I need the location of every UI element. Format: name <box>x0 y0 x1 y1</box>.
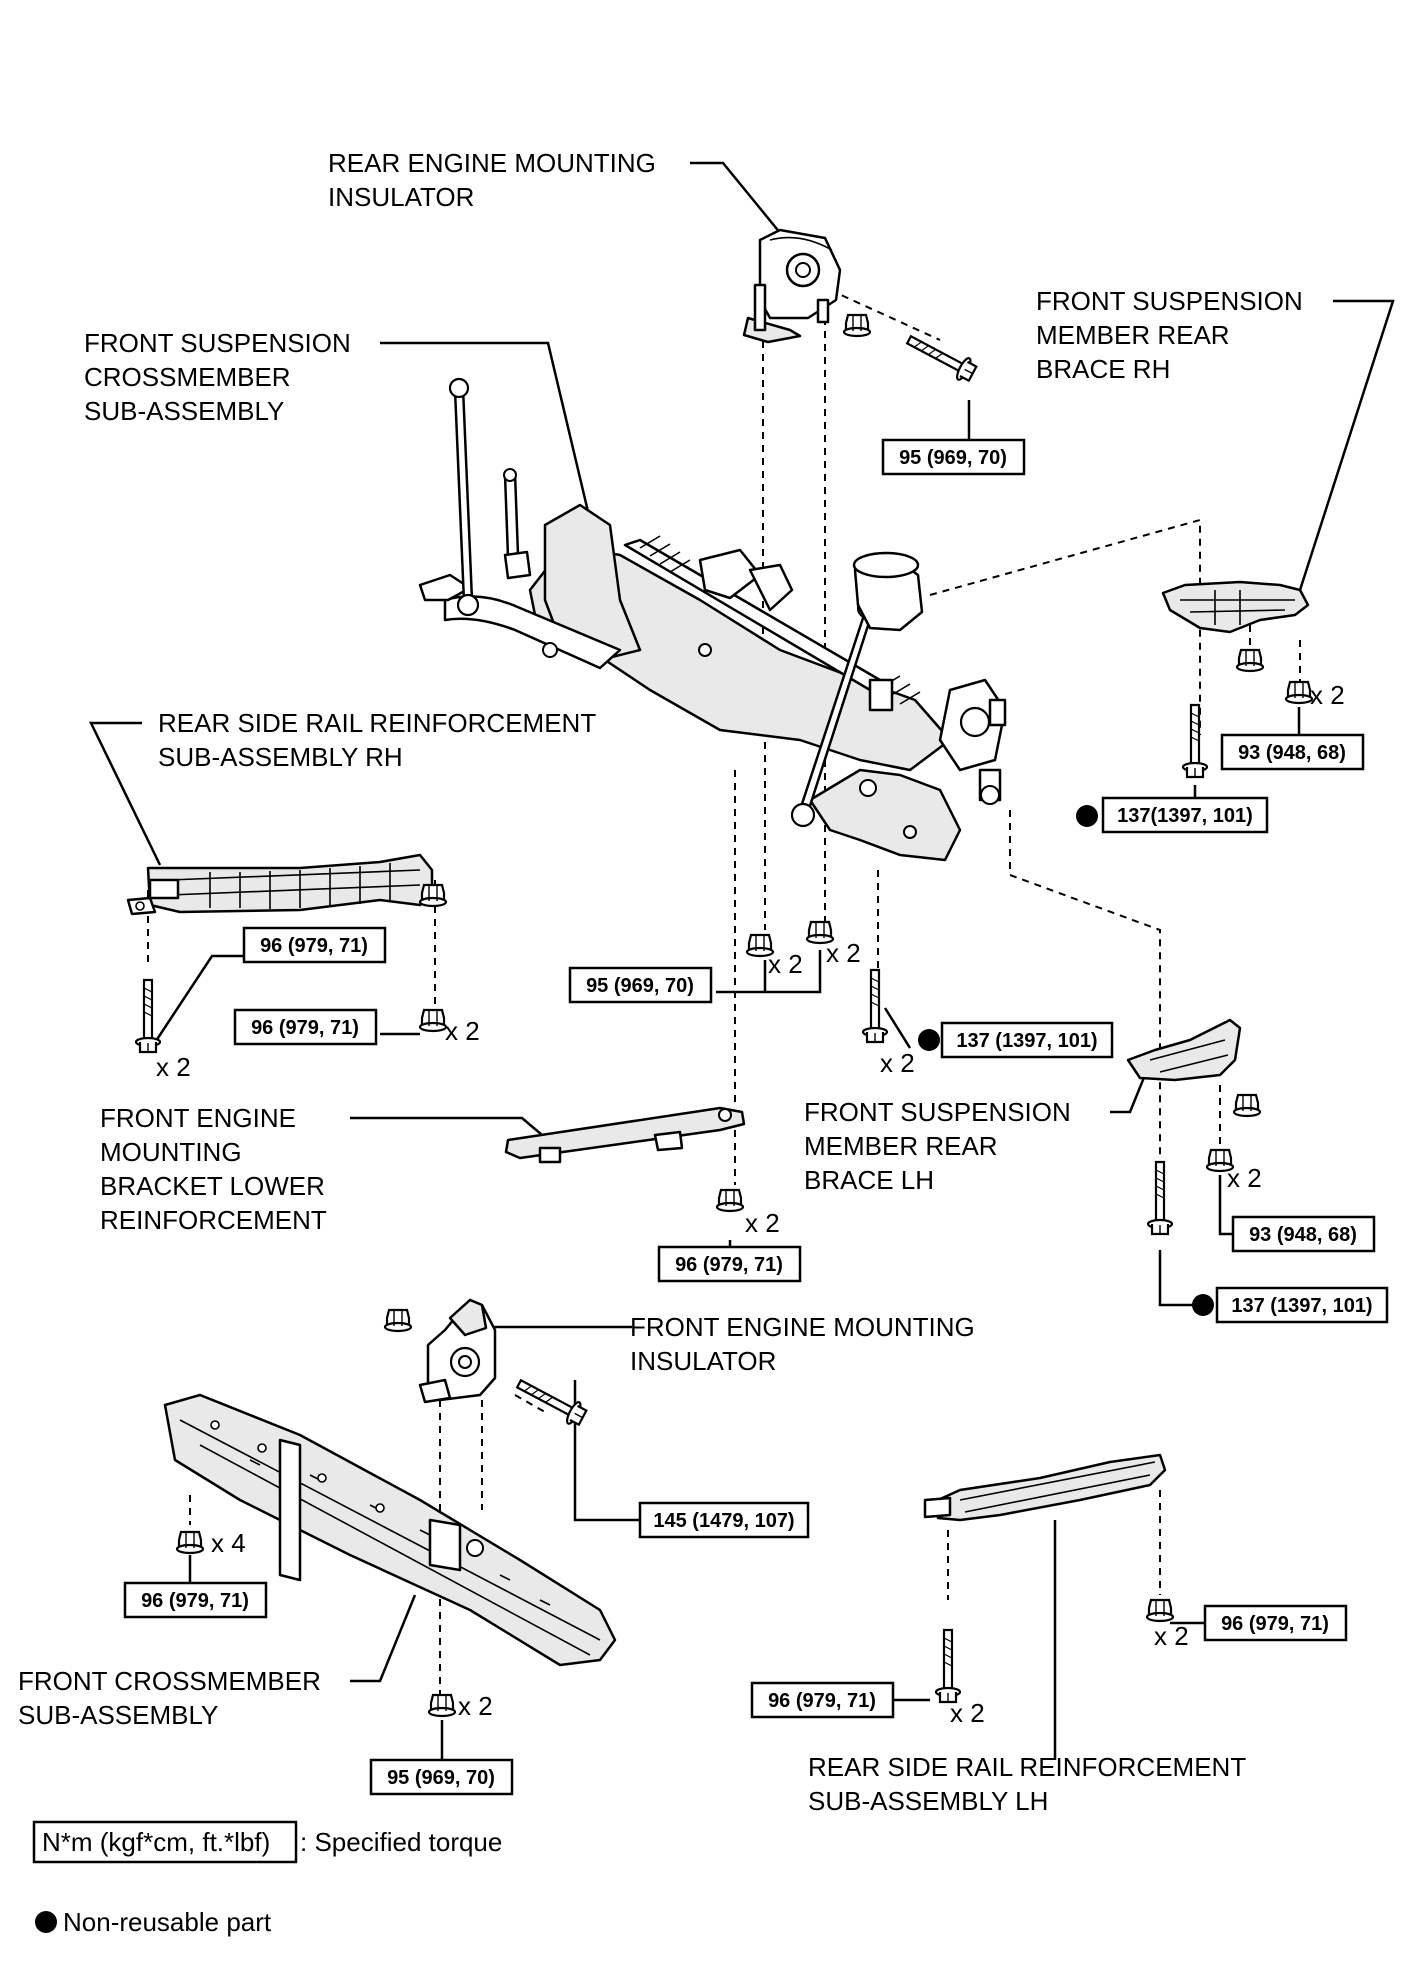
rh-rail-nut-icon <box>418 883 448 908</box>
bracket-nut-icon <box>715 1188 745 1213</box>
svg-text:137(1397, 101): 137(1397, 101) <box>1117 805 1253 827</box>
front-engine-mounting-insulator <box>418 1298 497 1404</box>
svg-text:93 (948, 68): 93 (948, 68) <box>1249 1224 1357 1246</box>
svg-text:95 (969, 70): 95 (969, 70) <box>899 447 1007 469</box>
svg-text:95 (969, 70): 95 (969, 70) <box>586 975 694 997</box>
rear-engine-mounting-insulator <box>742 228 842 344</box>
qty-fcm-bottom: x 2 <box>458 1691 493 1721</box>
svg-text:96 (979, 71): 96 (979, 71) <box>1221 1613 1329 1635</box>
svg-text:145 (1479, 107): 145 (1479, 107) <box>653 1510 794 1532</box>
rh-brace-nut-icon <box>1284 680 1314 705</box>
leader-lines <box>89 161 1395 1760</box>
front-engine-mounting-bracket-lower-reinforcement <box>504 1106 746 1164</box>
fcm-nut-icon <box>175 1530 205 1555</box>
legend-torque-units: N*m (kgf*cm, ft.*lbf) <box>42 1827 270 1857</box>
lh-rail-nut-icon <box>1145 1598 1175 1623</box>
non-reusable-dot-icon <box>918 1029 940 1051</box>
front-suspension-member-rear-brace-lh <box>1126 1018 1242 1082</box>
torque-box-145: 145 (1479, 107) <box>638 1501 810 1539</box>
label-rear-side-rail-reinforcement-rh: REAR SIDE RAIL REINFORCEMENT SUB-ASSEMBL… <box>158 708 603 772</box>
steering-knuckle <box>938 678 1007 805</box>
mid-bolt-icon <box>861 968 889 1044</box>
front-mount-nut-icon <box>383 1308 413 1333</box>
svg-text:137 (1397, 101): 137 (1397, 101) <box>956 1030 1097 1052</box>
torque-box-93-rh: 93 (948, 68) <box>1220 733 1365 771</box>
rear-side-rail-reinforcement-lh <box>923 1453 1167 1522</box>
label-front-engine-mounting-bracket-lower-reinforcement: FRONT ENGINE MOUNTING BRACKET LOWER REIN… <box>100 1103 332 1235</box>
label-front-suspension-member-rear-brace-rh: FRONT SUSPENSION MEMBER REAR BRACE RH <box>1036 286 1310 384</box>
lh-brace-bolt-icon <box>1146 1160 1174 1236</box>
lh-brace-nut-icon <box>1232 1093 1262 1118</box>
qty-bracket: x 2 <box>745 1208 780 1238</box>
non-reusable-dot-icon <box>1076 805 1098 827</box>
rh-brace-bolt-icon <box>1181 703 1209 779</box>
label-front-suspension-crossmember: FRONT SUSPENSION CROSSMEMBER SUB-ASSEMBL… <box>84 328 358 426</box>
qty-mid-a: x 2 <box>768 949 803 979</box>
svg-text:95 (969, 70): 95 (969, 70) <box>387 1767 495 1789</box>
legend-torque-text: : Specified torque <box>300 1827 502 1857</box>
torque-box-96-rh-a: 96 (979, 71) <box>242 926 387 964</box>
qty-rh-rail-nut: x 2 <box>445 1016 480 1046</box>
svg-text:96 (979, 71): 96 (979, 71) <box>260 935 368 957</box>
rh-rail-nut-icon <box>418 1008 448 1033</box>
svg-text:96 (979, 71): 96 (979, 71) <box>141 1590 249 1612</box>
rh-rail-bolt-icon <box>134 978 162 1054</box>
rear-mount-bolt <box>902 328 980 386</box>
label-front-suspension-member-rear-brace-lh: FRONT SUSPENSION MEMBER REAR BRACE LH <box>804 1097 1078 1195</box>
torque-box-96-lh-b: 96 (979, 71) <box>750 1681 895 1719</box>
rear-side-rail-reinforcement-rh <box>126 853 434 916</box>
lh-rail-bolt-icon <box>934 1628 962 1704</box>
torque-box-96-lh-a: 96 (979, 71) <box>1203 1604 1348 1642</box>
torque-box-137-rh: 137(1397, 101) <box>1101 796 1269 834</box>
qty-rh-brace: x 2 <box>1310 680 1345 710</box>
qty-mid-bolt: x 2 <box>880 1048 915 1078</box>
rear-mount-nut-icon <box>842 313 872 338</box>
torque-box-95-fcm: 95 (969, 70) <box>369 1758 514 1796</box>
torque-box-93-lh: 93 (948, 68) <box>1231 1215 1376 1253</box>
label-front-crossmember-sub-assembly: FRONT CROSSMEMBER SUB-ASSEMBLY <box>18 1666 328 1730</box>
qty-fcm-top: x 4 <box>211 1528 246 1558</box>
qty-mid-b: x 2 <box>826 938 861 968</box>
front-suspension-crossmember <box>418 503 962 862</box>
fcm-nut-icon <box>427 1693 457 1718</box>
torque-box-95-mid: 95 (969, 70) <box>568 966 713 1004</box>
legend-non-reusable-dot-icon <box>35 1911 57 1933</box>
front-suspension-member-rear-brace-rh <box>1161 580 1310 634</box>
front-crossmember-sub-assembly <box>163 1393 617 1667</box>
torque-box-137-mid: 137 (1397, 101) <box>940 1021 1114 1059</box>
rh-brace-nut-icon <box>1235 648 1265 673</box>
non-reusable-dot-icon <box>1192 1294 1214 1316</box>
torque-box-96-bracket: 96 (979, 71) <box>657 1245 802 1283</box>
legend-torque: N*m (kgf*cm, ft.*lbf) : Specified torque <box>32 1820 502 1864</box>
legend-non-reusable: Non-reusable part <box>35 1907 272 1937</box>
svg-text:93 (948, 68): 93 (948, 68) <box>1238 742 1346 764</box>
torque-box-137-lh: 137 (1397, 101) <box>1215 1286 1389 1324</box>
label-front-engine-mounting-insulator: FRONT ENGINE MOUNTING INSULATOR <box>630 1312 982 1376</box>
torque-box-95-top: 95 (969, 70) <box>881 438 1026 476</box>
label-rear-engine-mounting-insulator: REAR ENGINE MOUNTING INSULATOR <box>328 148 663 212</box>
svg-text:96 (979, 71): 96 (979, 71) <box>251 1017 359 1039</box>
svg-text:96 (979, 71): 96 (979, 71) <box>675 1254 783 1276</box>
svg-text:96 (979, 71): 96 (979, 71) <box>768 1690 876 1712</box>
crossmember-engine-mount <box>852 551 924 712</box>
legend: N*m (kgf*cm, ft.*lbf) : Specified torque… <box>32 1820 502 1937</box>
svg-text:137 (1397, 101): 137 (1397, 101) <box>1231 1295 1372 1317</box>
torque-box-96-rh-b: 96 (979, 71) <box>233 1008 378 1046</box>
qty-lh-brace: x 2 <box>1227 1163 1262 1193</box>
qty-lh-rail-bolt: x 2 <box>950 1698 985 1728</box>
qty-lh-rail-nut: x 2 <box>1154 1621 1189 1651</box>
label-rear-side-rail-reinforcement-lh: REAR SIDE RAIL REINFORCEMENT SUB-ASSEMBL… <box>808 1752 1253 1816</box>
torque-box-96-fcm: 96 (979, 71) <box>123 1581 268 1619</box>
front-mount-bolt <box>512 1372 590 1430</box>
legend-non-reusable-text: Non-reusable part <box>63 1907 272 1937</box>
qty-rh-rail-bolt: x 2 <box>156 1052 191 1082</box>
